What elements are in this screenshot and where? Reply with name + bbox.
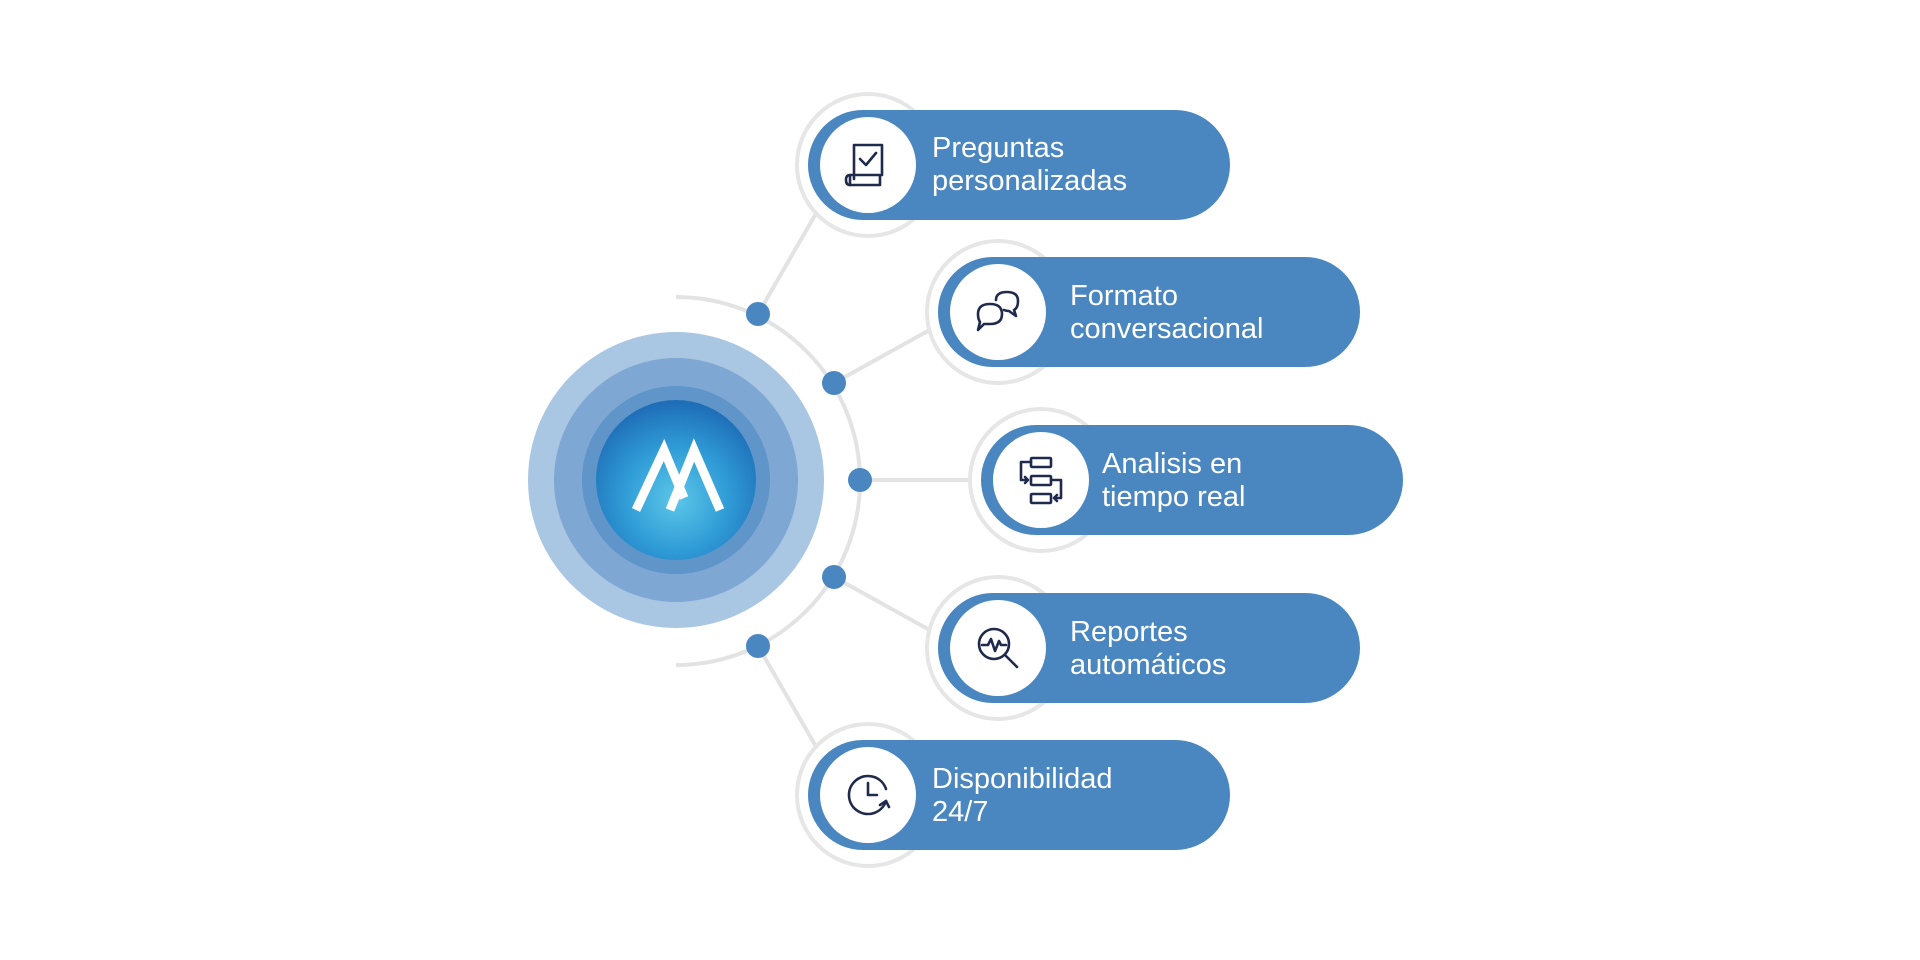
clock-refresh-icon [847, 774, 891, 816]
hub [528, 332, 824, 628]
checklist-document-icon [844, 143, 884, 187]
icon-disc-3 [993, 432, 1089, 528]
icon-disc-4 [950, 600, 1046, 696]
feature-label-4-line1: Reportes [1070, 616, 1188, 648]
connector-line-4 [833, 575, 936, 635]
feature-label-1-line1: Preguntas [932, 132, 1065, 164]
stylized-m-logo-icon [631, 438, 725, 512]
feature-label-2-line2: conversacional [1070, 313, 1264, 345]
feature-label-4-line2: automáticos [1070, 649, 1227, 681]
connector-dot-3 [848, 468, 872, 492]
connector-dot-1 [746, 302, 770, 326]
feature-label-1-line2: personalizadas [932, 165, 1128, 197]
connector-line-2 [833, 325, 936, 385]
feature-label-5: Disponibilidad 24/7 [932, 763, 1113, 829]
connector-dot-5 [746, 634, 770, 658]
feature-label-4: Reportes automáticos [1070, 616, 1226, 682]
icon-disc-1 [820, 117, 916, 213]
chat-bubbles-icon [976, 290, 1020, 332]
connector-dot-4 [822, 565, 846, 589]
feature-label-5-line2: 24/7 [932, 796, 989, 828]
feature-label-3-line2: tiempo real [1102, 481, 1246, 513]
feature-label-3: Analisis en tiempo real [1102, 448, 1245, 514]
icon-disc-2 [950, 264, 1046, 360]
connector-dot-2 [822, 371, 846, 395]
feature-label-1: Preguntas personalizadas [932, 132, 1127, 198]
flowchart-icon [1019, 456, 1063, 505]
feature-label-2: Formato conversacional [1070, 280, 1263, 346]
connector-line-5 [756, 645, 820, 751]
magnifier-chart-icon [977, 627, 1019, 669]
feature-label-5-line1: Disponibilidad [932, 763, 1113, 795]
feature-label-3-line1: Analisis en [1102, 448, 1243, 480]
icon-disc-5 [820, 747, 916, 843]
connector-line-1 [756, 209, 820, 315]
feature-label-2-line1: Formato [1070, 280, 1178, 312]
